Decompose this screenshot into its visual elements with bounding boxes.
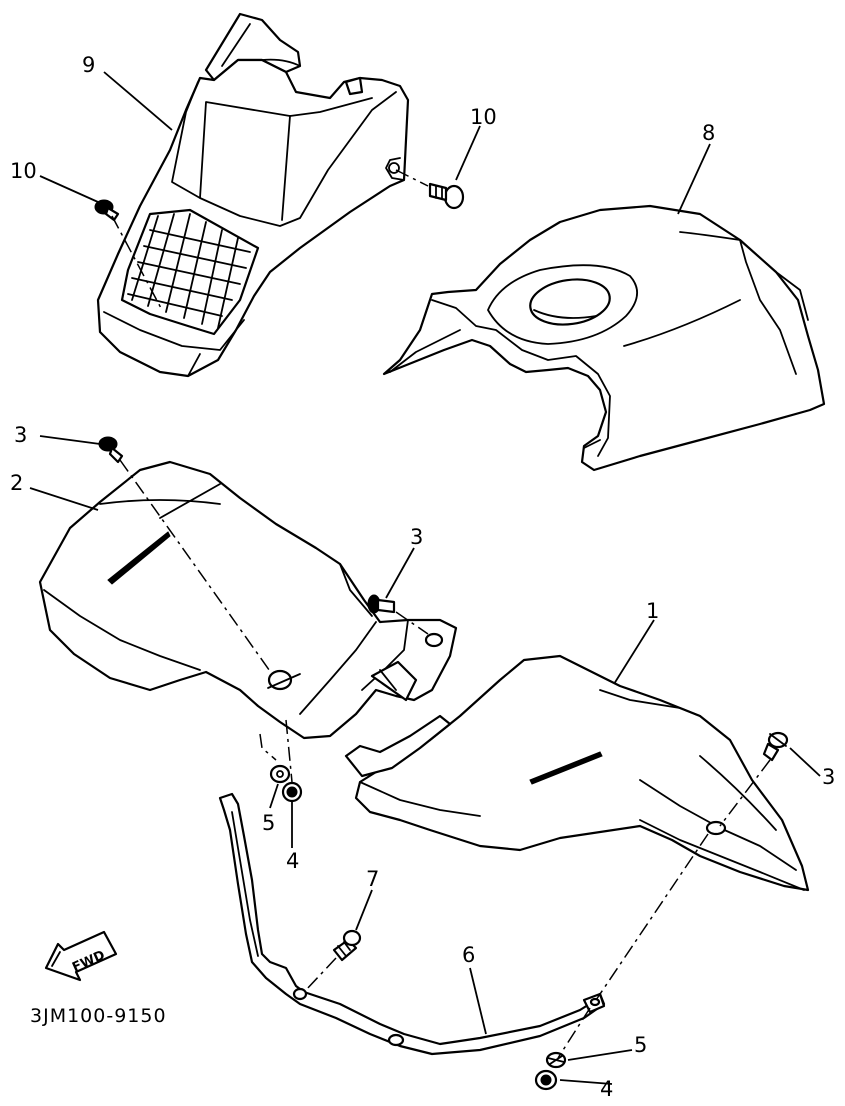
callout-numbers: 9 10 10 8 3 2 3 1 3 5 4 7 6 5 4 [10, 53, 835, 1101]
washer-5-upper[interactable] [269, 764, 291, 784]
callout-7: 7 [366, 867, 379, 891]
bolt-10-right[interactable] [428, 182, 465, 210]
part-9-front-cover[interactable] [96, 12, 410, 378]
callout-9: 9 [82, 53, 95, 77]
bolt-3-right[interactable] [762, 731, 789, 762]
callout-3-upper-left: 3 [14, 423, 27, 447]
callout-10-right: 10 [470, 105, 497, 129]
bolt-3-middle[interactable] [367, 594, 396, 614]
bolt-7[interactable] [332, 929, 362, 962]
callout-8: 8 [702, 121, 715, 145]
callout-6: 6 [462, 943, 475, 967]
callout-4-upper: 4 [286, 849, 299, 873]
part-1-front-fender[interactable] [344, 654, 810, 892]
fwd-arrow-icon: FWD [44, 930, 118, 982]
part-2-rear-fender[interactable] [38, 460, 458, 740]
callout-4-lower: 4 [600, 1077, 613, 1101]
nut-4-upper[interactable] [281, 781, 303, 803]
bolt-3-upper-left[interactable] [98, 436, 124, 464]
callout-3-middle: 3 [410, 525, 423, 549]
grille-mesh [127, 213, 251, 329]
callout-5-lower: 5 [634, 1033, 647, 1057]
bolt-10-left[interactable] [94, 199, 120, 222]
nut-4-lower[interactable] [534, 1069, 558, 1091]
leader-lines [29, 71, 821, 1085]
assembly-lines [111, 169, 771, 1059]
callout-10-left: 10 [10, 159, 37, 183]
callout-3-right: 3 [822, 765, 835, 789]
diagram-code: 3JM100-9150 [30, 1005, 167, 1027]
part-8-tank-cover[interactable] [382, 204, 826, 472]
callout-5-upper: 5 [262, 811, 275, 835]
callout-2: 2 [10, 471, 23, 495]
callout-1: 1 [646, 599, 659, 623]
washer-5-lower[interactable] [545, 1051, 567, 1069]
